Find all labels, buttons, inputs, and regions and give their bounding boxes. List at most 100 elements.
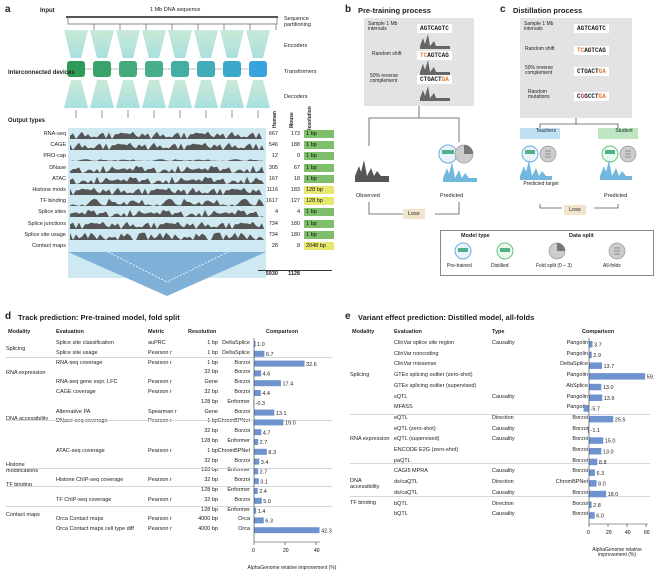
transformer-block	[119, 61, 137, 77]
d-evaluation: RNA-seq gene expr. LFC	[56, 379, 146, 385]
d-bar-label: 4.6	[263, 372, 271, 378]
decoder-block	[194, 80, 218, 108]
input-label: Input	[40, 8, 55, 14]
e-evaluation: ClinVar noncoding	[394, 351, 494, 357]
e-bar-label: 18.0	[608, 492, 619, 498]
mouse-count: 4	[282, 209, 300, 215]
output-type-label: PRO-cap	[4, 153, 66, 159]
e-evaluation: CAGI5 MPRA	[394, 468, 494, 474]
e-bar-label: -1.1	[591, 428, 600, 434]
distill-seq-3: CTGACTGA	[574, 67, 609, 76]
resolution-badge: 1 bp	[304, 141, 334, 149]
mouse-count: 67	[282, 165, 300, 171]
panel-letter-a: a	[5, 4, 11, 15]
col-resolution: Resolution	[308, 106, 313, 132]
d-axis-label: AlphaGenome relative improvement (%)	[242, 566, 342, 571]
transformer-block	[145, 61, 163, 77]
panel-e-title: Variant effect prediction: Distilled mod…	[358, 313, 534, 322]
e-bar	[589, 469, 595, 476]
output-type-label: ATAC	[4, 176, 66, 182]
e-bar	[589, 502, 592, 509]
output-type-label: Splice sites	[4, 209, 66, 215]
e-bar	[589, 416, 613, 423]
e-bar-label: 6.3	[596, 471, 604, 477]
encoder-block	[168, 30, 192, 58]
e-bar-label: 59.1	[647, 375, 655, 381]
decoder-block	[220, 80, 244, 108]
sequence-partitioning-label: Sequence partitioning	[284, 17, 330, 28]
d-bar	[254, 468, 258, 474]
distill-seq-4: CGGCCTGA	[574, 92, 609, 101]
signal-track	[70, 208, 264, 218]
e-bar	[584, 405, 589, 412]
distill-seq-1: AGTCAGTC	[574, 24, 609, 33]
signal-track	[70, 220, 264, 230]
d-metric: Pearson r	[148, 448, 172, 454]
resolution-badge: 1 bp	[304, 208, 334, 216]
e-evaluation: ds/caQTL	[394, 490, 494, 496]
e-evaluation: ds/caQTL	[394, 479, 494, 485]
contact-map-fill	[68, 252, 266, 296]
signal-area	[70, 221, 264, 228]
d-bar	[254, 508, 256, 514]
panel-b-title: Pre-training process	[358, 6, 431, 15]
total-mouse: 1128	[282, 272, 300, 278]
d-evaluation: Alternative PA	[56, 409, 146, 415]
signal-track	[70, 197, 264, 207]
e-evaluation: bQTL	[394, 501, 494, 507]
panel-letter-b: b	[345, 4, 351, 15]
signal-area	[70, 188, 264, 195]
e-type: Causality	[492, 436, 515, 442]
e-bar-chart: 3.72.913.759.113.013.9-5.725.5-1.115.013…	[575, 336, 655, 556]
d-bar-label: 32.6	[306, 362, 317, 368]
d-bar	[254, 419, 283, 425]
signal-track	[70, 164, 264, 174]
e-bar	[589, 373, 645, 380]
e-bar-label: 13.9	[604, 396, 615, 402]
e-bar	[589, 384, 601, 391]
d-modality-label: DNA accessibility	[6, 416, 54, 422]
e-bar-label: 15.0	[605, 439, 616, 445]
legend-all-folds: All-folds	[603, 264, 621, 269]
d-bar	[254, 517, 264, 523]
output-type-label: TF binding	[4, 198, 66, 204]
d-bar	[254, 351, 264, 357]
decoder-block	[64, 80, 88, 108]
e-type: Direction	[492, 415, 514, 421]
e-type: Causality	[492, 426, 515, 432]
contact-map-triangle	[68, 252, 266, 296]
decoder-block	[90, 80, 114, 108]
d-bar-label: 1.0	[257, 342, 265, 348]
mouse-count: 173	[282, 131, 300, 137]
d-bar-label: 4.4	[262, 391, 270, 397]
e-bar	[589, 491, 606, 498]
output-type-label: Splice site usage	[4, 232, 66, 238]
resolution-badge: 2048 bp	[304, 242, 334, 250]
e-evaluation: eQTL (zero-shot)	[394, 426, 494, 432]
d-bar	[254, 478, 259, 484]
e-bar-label: 2.9	[593, 353, 601, 359]
signal-track	[70, 141, 264, 151]
d-bar-label: 17.4	[282, 381, 293, 387]
e-bar-label: 8.0	[598, 482, 606, 488]
signal-area	[70, 233, 264, 240]
col-human: Human	[273, 111, 278, 128]
d-bar-label: 3.1	[260, 479, 268, 485]
e-tick-label: 40	[625, 530, 631, 536]
predicted-label-c: Predicted	[604, 194, 627, 200]
output-type-label: DNase	[4, 165, 66, 171]
mouse-count: 183	[282, 187, 300, 193]
d-bar-label: 6.7	[266, 352, 274, 358]
total-human: 5930	[258, 272, 278, 278]
signal-area	[70, 160, 264, 162]
interconnected-devices-label: Interconnected devices	[8, 70, 75, 76]
d-bar-label: 2.7	[260, 440, 268, 446]
distill-seq-2-rest: AGTCAG	[584, 47, 606, 54]
e-type: Causality	[492, 511, 515, 517]
d-bar	[254, 410, 274, 416]
d-bar	[254, 449, 267, 455]
e-header-type: Type	[492, 330, 504, 336]
signal-area	[70, 132, 264, 139]
e-bar	[589, 352, 592, 359]
resolution-badge: 128 bp	[304, 197, 334, 205]
